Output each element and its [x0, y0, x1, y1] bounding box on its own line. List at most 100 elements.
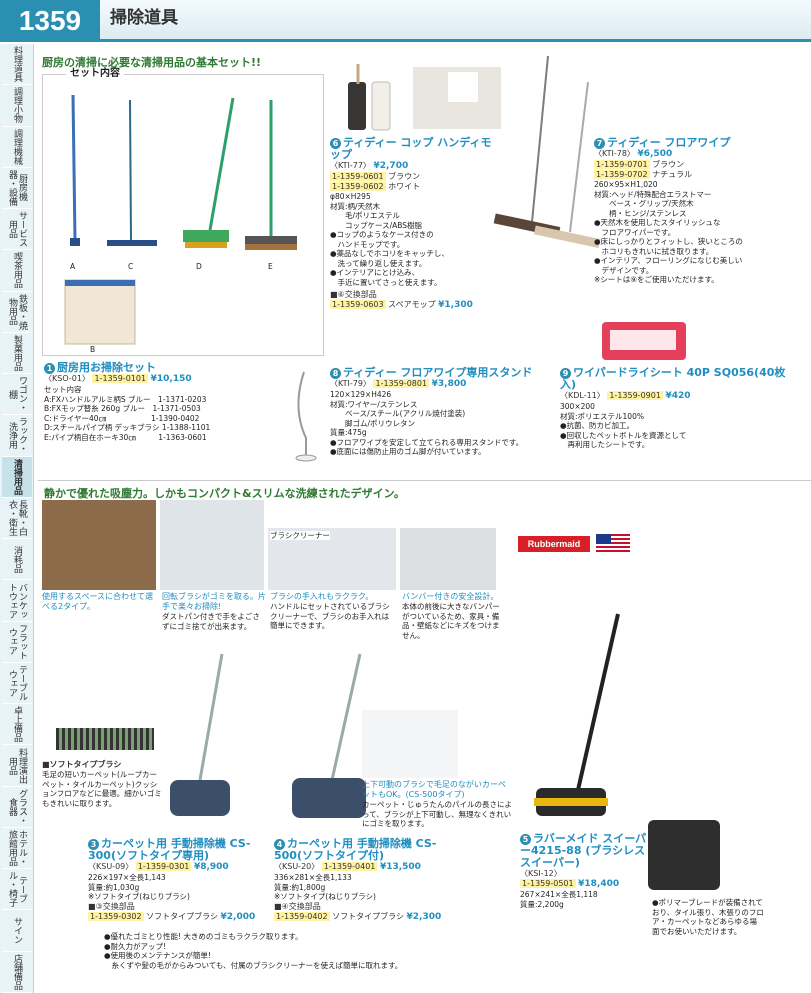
spec-line: ホコリもきれいに拭き取ります。 [594, 246, 714, 256]
label-b: B [90, 345, 96, 354]
product-number: 7 [594, 137, 605, 149]
spec-line: ※ソフトタイプ(ねじりブラシ) [274, 892, 376, 902]
part-name: ソフトタイプブラシ [332, 911, 404, 921]
soft-brush-image [56, 728, 154, 750]
caption-1: 使用するスペースに合わせて選べる2タイプ。 [42, 592, 154, 611]
cleaning-set-image [64, 94, 297, 345]
sidebar-tab[interactable]: サービス用品 [2, 209, 32, 251]
sidebar-tab[interactable]: 製菓用品 [2, 333, 32, 375]
sidebar-tab[interactable]: 調理機械 [2, 127, 32, 168]
up-down-info: 上下可動のブラシで毛足のながいカーペットもOK。(CS-500タイプ) カーペッ… [362, 780, 512, 829]
photo-sweeper-pair [160, 500, 264, 590]
price: ¥420 [665, 391, 691, 401]
caption-title: ブラシの手入れもラクラク。 [270, 592, 374, 601]
sidebar-tab[interactable]: ホテル・旅館用品 [2, 828, 32, 870]
sidebar-tab[interactable]: 料理道具 [2, 44, 32, 86]
product-name: 厨房用お掃除セット [57, 361, 156, 374]
part-price: ¥2,300 [406, 911, 442, 922]
sidebar-tab[interactable]: ワゴン・棚 [2, 374, 32, 416]
page-number: 1359 [0, 0, 100, 42]
product-6-image [348, 64, 501, 131]
up-down-brush-image [362, 710, 458, 778]
spec-line: ※ソフトタイプ(ねじりブラシ) [88, 892, 190, 902]
product-8-image [295, 371, 317, 462]
part-code: 1-1359-0402 [274, 911, 330, 921]
sidebar-tab[interactable]: 喫茶用品 [2, 250, 32, 292]
sidebar-tab[interactable]: テーブルウェア [2, 663, 32, 705]
product-4-image [292, 653, 366, 818]
spec-line: ●床にしっかりとフィットし、狭いところの [594, 237, 743, 247]
soft-brush-info: ■ソフトタイプブラシ 毛足の短いカーペット(ループカーペット・タイルカーペット)… [42, 760, 162, 808]
sidebar-tab[interactable]: 清掃用品 [2, 456, 32, 498]
label-e: E [268, 262, 273, 271]
spec-line: セット内容 [44, 385, 82, 395]
sidebar-tab[interactable]: 店舗備品 [2, 952, 32, 993]
spec-line: 226×197×全長1,143 [88, 873, 166, 883]
sidebar-tab[interactable]: 卓上備品 [2, 704, 32, 746]
spec-line: 質量:2,200g [520, 899, 564, 909]
product-number: 4 [274, 838, 285, 850]
spec-line: 手近に置いてさっと使えます。 [330, 277, 442, 287]
product-name: カーペット用 手動掃除機 CS-500(ソフトタイプ付) [274, 837, 437, 862]
spec-line: ●底面には傷防止用のゴム脚が付いています。 [330, 447, 486, 457]
spec-line: 質量:約1,030g [88, 882, 140, 892]
common-notes: ●優れたゴミとり性能! 大きめのゴミもラクラク取ります。 ●耐久力がアップ! ●… [104, 932, 514, 970]
model-number: 〈KDL-11〉 [560, 391, 605, 400]
product-code: 1-1359-0801 [373, 379, 430, 388]
product-code: 1-1359-0501 [520, 879, 576, 888]
note-line: ●使用後のメンテナンスが簡単! [104, 951, 211, 960]
price: ¥8,900 [193, 862, 229, 872]
model-number: 〈KTI-78〉 [594, 149, 635, 158]
spec-line: 材質:ワイヤー/ステンレス [330, 399, 418, 409]
part-label: ■③交換部品 [88, 901, 135, 911]
sidebar-tab[interactable]: 長靴・白衣・衛生 [2, 498, 32, 540]
product-9-image [602, 322, 686, 360]
sidebar-tab[interactable]: ラック・洗浄用 [2, 415, 32, 457]
product-code: 1-1359-0601 [330, 172, 386, 182]
product-code: 1-1359-0702 [594, 170, 650, 180]
up-down-title: 上下可動のブラシで毛足のながいカーペットもOK。(CS-500タイプ) [362, 780, 506, 799]
model-number: 〈KTI-77〉 [330, 161, 371, 170]
part-label: ■⑥交換部品 [330, 290, 377, 300]
sidebar-tab[interactable]: 料理演出用品 [2, 745, 32, 787]
page-header [0, 0, 811, 42]
spec-line: 材質:ヘッド/特殊配合エラストマー [594, 189, 712, 199]
note-line: 糸くずや髪の毛がからみついても、付属のブラシクリーナーを使えば簡単に取れます。 [104, 960, 403, 970]
spec-line: 336×281×全長1,133 [274, 873, 352, 883]
variant-color: ブラウン [652, 160, 685, 170]
caption-4: バンパー付きの安全設計。 本体の前後に大きなバンパーがついているため、家具・備品… [402, 592, 506, 640]
price: ¥13,500 [379, 862, 421, 872]
section-heading: 静かで優れた吸塵力。しかもコンパクト&スリムな洗練されたデザイン。 [44, 487, 405, 500]
spec-line: C:ドライヤー40㎝ 1-1390-0402 [44, 413, 200, 423]
sidebar-tab[interactable]: バンケットウェア [2, 580, 32, 622]
price: ¥6,500 [637, 149, 673, 159]
caption-title: バンパー付きの安全設計。 [402, 592, 499, 601]
sidebar-tab[interactable]: 厨房機器・設備 [2, 168, 32, 210]
product-5-image [534, 613, 620, 816]
product-code: 1-1359-0301 [135, 862, 192, 871]
sidebar-tab[interactable]: 調理小物 [2, 85, 32, 127]
sidebar-tab[interactable]: 鉄板・焼物用品 [2, 292, 32, 333]
model-number: 〈KSU-09〉 [88, 862, 134, 871]
spec-line: 267×241×全長1,118 [520, 890, 598, 900]
sidebar-tab[interactable]: グラス・食器 [2, 787, 32, 828]
product-name: ラバーメイド スイーパー4215-88 (ブラシレス スイーパー) [520, 832, 647, 869]
spec-line: ●フロアワイプを安定して立てられる専用スタンドです。 [330, 437, 524, 447]
spec-line: ●抗菌、防カビ加工。 [560, 421, 635, 431]
sidebar-tab[interactable]: フラットウェア [2, 622, 32, 663]
part-price: ¥2,000 [220, 911, 256, 922]
spec-line: 材質:ポリエステル100% [560, 411, 644, 421]
part-code: 1-1359-0603 [330, 300, 386, 310]
spec-line: A:FXハンドルアルミ柄S ブルー 1-1371-0203 [44, 394, 207, 404]
sidebar-tab[interactable]: 消耗品 [2, 539, 32, 581]
model-number: 〈KSU-20〉 [274, 862, 320, 871]
spec-line: コップケース/ABS樹脂 [330, 220, 423, 230]
caption-title: 回転ブラシがゴミを取る。片手で楽々お掃除! [162, 592, 266, 611]
sidebar-tab[interactable]: テーブル・椅子 [2, 869, 32, 911]
sidebar-tab[interactable]: サイン [2, 910, 32, 952]
product-7-image [493, 55, 601, 248]
label-d: D [196, 262, 202, 271]
